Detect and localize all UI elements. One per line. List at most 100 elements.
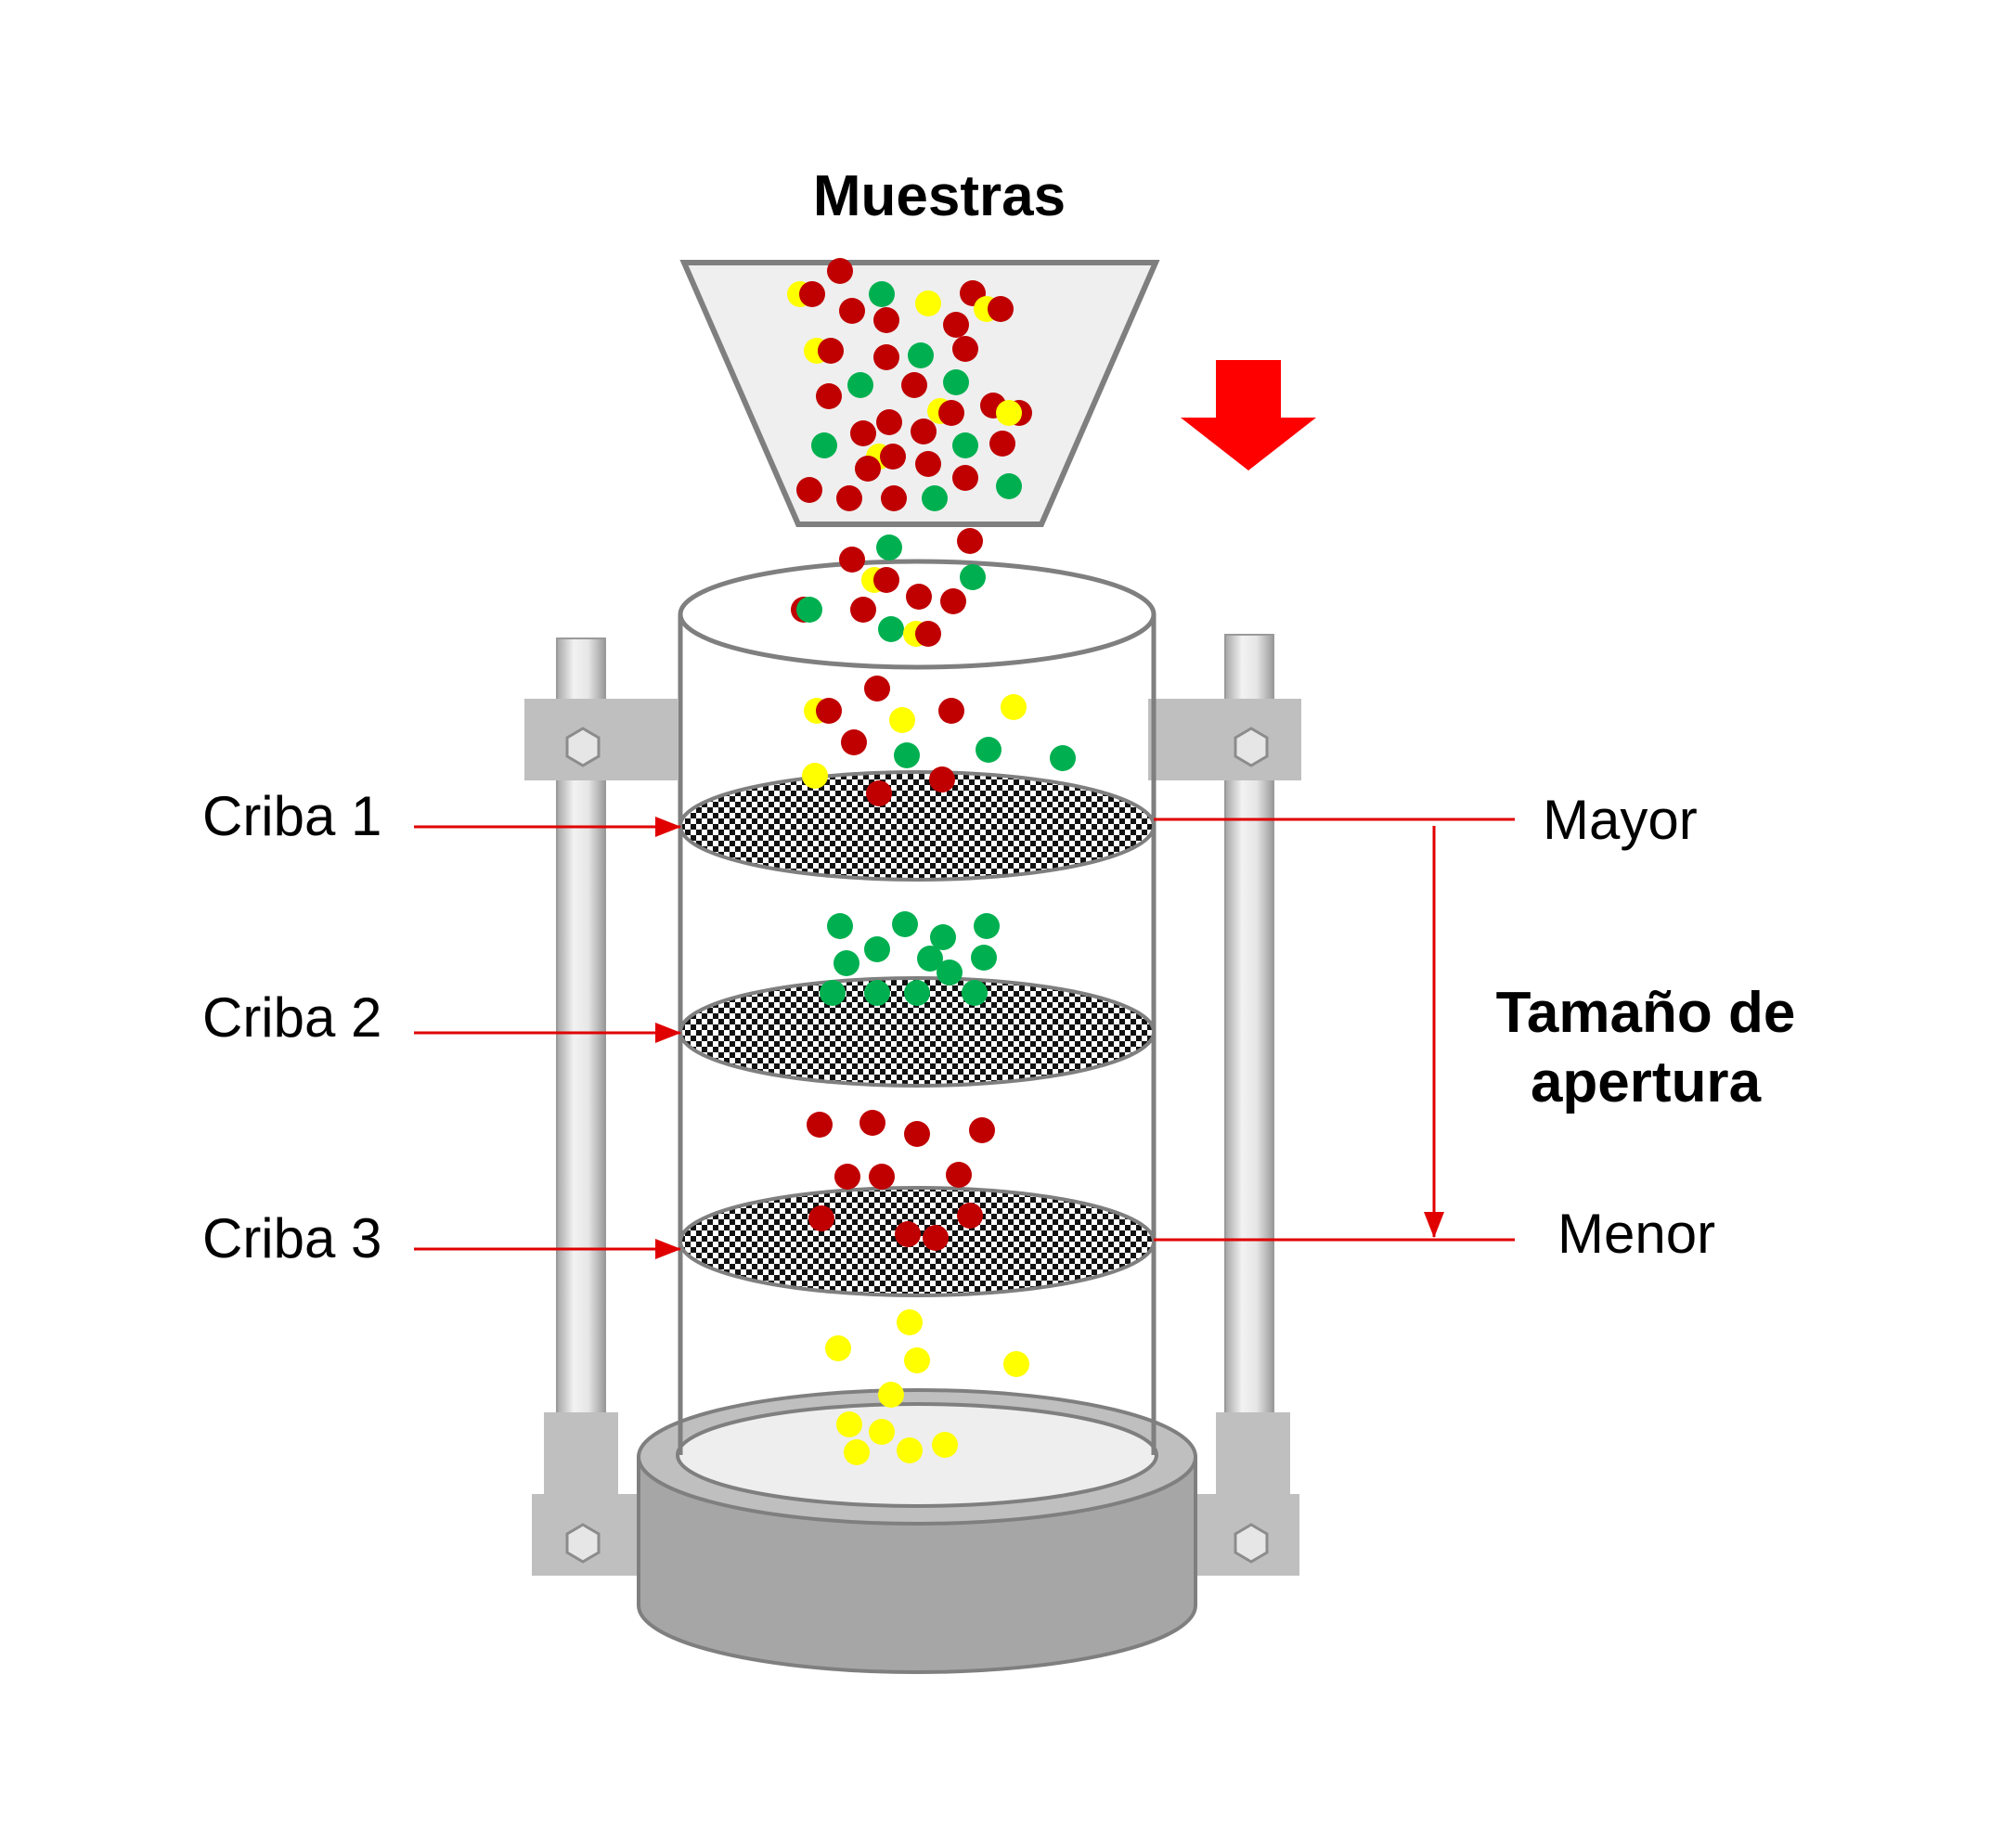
particle	[847, 372, 873, 398]
particle	[880, 444, 906, 470]
particle	[864, 676, 890, 702]
particle	[996, 400, 1022, 426]
down-arrow-icon	[1181, 360, 1316, 470]
particle	[930, 924, 956, 950]
particle	[988, 296, 1014, 322]
particle	[915, 621, 941, 647]
particle	[894, 742, 920, 768]
aperture-label-line1: Tamaño de	[1496, 981, 1796, 1045]
particle	[820, 980, 846, 1006]
particle	[850, 420, 876, 446]
particle	[957, 528, 983, 554]
particle	[917, 946, 943, 972]
particle	[938, 400, 964, 426]
particle	[904, 1121, 930, 1147]
sieve-1-label: Criba 1	[202, 785, 381, 847]
particle	[976, 737, 1002, 763]
particle	[818, 338, 844, 364]
particle	[922, 485, 948, 511]
left-upper-clamp	[524, 699, 678, 780]
aperture-high-label: Mayor	[1543, 789, 1698, 851]
particle	[873, 344, 899, 370]
particle	[816, 698, 842, 724]
particle	[836, 1411, 862, 1437]
particle	[827, 258, 853, 284]
hex-bolt-icon	[565, 1523, 601, 1564]
particles	[787, 258, 1076, 1465]
left-lower-post-block	[544, 1412, 618, 1496]
particle	[834, 1164, 860, 1190]
particle	[839, 298, 865, 324]
particle	[901, 372, 927, 398]
particle	[864, 980, 890, 1006]
particle	[946, 1162, 972, 1188]
particle	[836, 485, 862, 511]
particle	[906, 584, 932, 610]
particle	[1050, 745, 1076, 771]
particle	[1003, 1351, 1029, 1377]
particle	[869, 281, 895, 307]
sieve-2-label: Criba 2	[202, 986, 381, 1049]
particle	[850, 597, 876, 623]
particle	[911, 419, 937, 444]
aperture-label-line2: apertura	[1531, 1050, 1762, 1114]
particle	[915, 290, 941, 316]
particle	[878, 616, 904, 642]
particle	[841, 729, 867, 755]
particle	[869, 1164, 895, 1190]
particle	[897, 1437, 923, 1463]
particle	[807, 1112, 833, 1138]
particle	[974, 913, 1000, 939]
particle	[937, 960, 963, 985]
sieve-3-label: Criba 3	[202, 1207, 381, 1269]
particle	[1001, 694, 1027, 720]
right-lower-post-block	[1216, 1412, 1290, 1496]
particle	[895, 1221, 921, 1247]
particle	[962, 980, 988, 1006]
particle	[908, 342, 934, 368]
particle	[923, 1225, 949, 1251]
particle	[864, 936, 890, 962]
particle	[960, 564, 986, 590]
particle	[892, 911, 918, 937]
particle	[969, 1117, 995, 1143]
particle	[971, 945, 997, 971]
hex-bolt-icon	[565, 727, 601, 767]
particle	[915, 451, 941, 477]
particle	[802, 763, 828, 789]
particle	[889, 707, 915, 733]
hex-bolt-icon	[1234, 727, 1269, 767]
particle	[952, 336, 978, 362]
particle	[811, 432, 837, 458]
particle	[952, 432, 978, 458]
particle	[876, 535, 902, 560]
particle	[873, 307, 899, 333]
particle	[943, 369, 969, 395]
particle	[855, 456, 881, 482]
particle	[940, 588, 966, 614]
particle	[957, 1203, 983, 1229]
particle	[799, 281, 825, 307]
particle	[834, 950, 859, 976]
particle	[989, 431, 1015, 457]
particle	[904, 980, 930, 1006]
particle	[938, 698, 964, 724]
right-upper-clamp	[1148, 699, 1301, 780]
collection-base	[637, 1388, 1197, 1674]
particle	[929, 766, 955, 792]
particle	[878, 1382, 904, 1408]
particle	[866, 780, 892, 806]
particle	[943, 312, 969, 338]
particle	[796, 597, 822, 623]
particle	[839, 547, 865, 573]
particle	[844, 1439, 870, 1465]
particle	[825, 1335, 851, 1361]
particle	[996, 473, 1022, 499]
particle	[876, 409, 902, 435]
particle	[859, 1110, 885, 1136]
particle	[816, 383, 842, 409]
sieve-1-mesh	[678, 770, 1156, 882]
hex-bolt-icon	[1234, 1523, 1269, 1564]
